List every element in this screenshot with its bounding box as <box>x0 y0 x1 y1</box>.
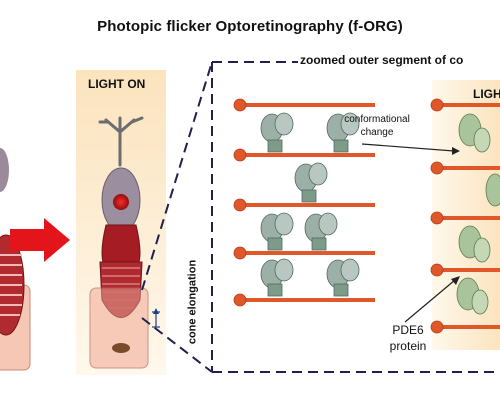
cone-light-state <box>89 116 160 369</box>
light-on-label: LIGHT ON <box>88 77 146 91</box>
pde6-label: PDE6 protein <box>389 323 427 353</box>
cone-elongation-label-wrap: cone elongation <box>168 260 218 344</box>
cone-elongation-label: cone elongation <box>186 259 199 345</box>
pde6-protein-active <box>458 113 491 153</box>
pde6-protein <box>326 112 360 153</box>
pde6-protein-active <box>458 225 491 263</box>
conformational-arrow <box>361 143 460 155</box>
zoom-callout <box>141 61 500 373</box>
conformational-change-label: conformational change <box>344 114 410 138</box>
disc-membranes <box>233 98 500 334</box>
cone-dark-state <box>0 148 31 371</box>
rpe-nucleus <box>112 343 130 353</box>
nucleus <box>113 194 129 210</box>
pde6-proteins <box>260 112 500 315</box>
zoom-label: zoomed outer segment of co <box>300 53 464 67</box>
pde6-protein <box>260 258 294 297</box>
pde6-pointer <box>404 276 460 323</box>
pde6-protein <box>304 212 338 251</box>
pde6-protein <box>294 162 328 203</box>
transition-arrow <box>10 218 70 262</box>
figure-title: Photopic flicker Optoretinography (f-ORG… <box>97 18 403 35</box>
pde6-protein <box>260 112 294 153</box>
pde6-protein-active <box>456 277 489 315</box>
light-on-label-right: LIGH <box>473 87 500 101</box>
pde6-protein <box>260 212 294 251</box>
pde6-protein-active <box>485 173 500 207</box>
pde6-protein <box>326 258 360 297</box>
